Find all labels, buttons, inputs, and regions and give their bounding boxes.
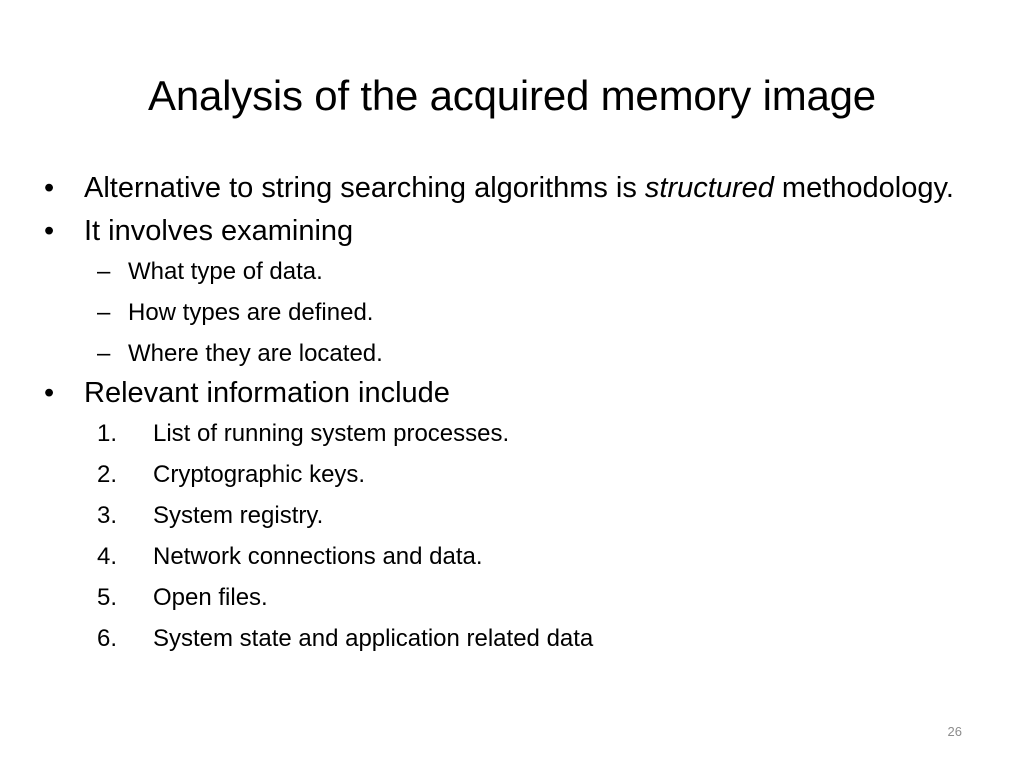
bullet-dot: • (44, 172, 55, 204)
slide-title: Analysis of the acquired memory image (148, 72, 876, 119)
sub-item: –How types are defined. (42, 297, 992, 329)
emphasis-text: structured (644, 172, 774, 204)
numbered-item: 4. Network connections and data. (42, 541, 992, 573)
bullet-item-relevant-info: • Relevant information include (42, 375, 992, 411)
bullet-text: It involves examining (84, 215, 354, 247)
numbered-item-text: System state and application related dat… (153, 625, 594, 652)
page-number: 26 (947, 724, 962, 739)
sub-item: –Where they are located. (42, 338, 992, 370)
dash-marker: – (97, 258, 111, 285)
sub-item-text: What type of data. (128, 258, 323, 285)
item-number: 2. (97, 461, 118, 488)
numbered-item-text: Open files. (153, 584, 268, 611)
numbered-item-text: Network connections and data. (153, 543, 483, 570)
numbered-item: 1. List of running system processes. (42, 418, 992, 450)
dash-marker: – (97, 299, 111, 326)
bullet-dot: • (44, 215, 55, 247)
bullet-item-alternative: • Alternative to string searching algorit… (42, 170, 992, 206)
numbered-item: 6. System state and application related d… (42, 623, 992, 655)
dash-marker: – (97, 340, 111, 367)
item-number: 5. (97, 584, 118, 611)
item-number: 1. (97, 420, 118, 447)
numbered-item-text: Cryptographic keys. (153, 461, 366, 488)
bullet-text: Relevant information include (84, 377, 450, 409)
item-number: 3. (97, 502, 118, 529)
bullet-dot: • (44, 377, 55, 409)
numbered-item: 2. Cryptographic keys. (42, 459, 992, 491)
item-number: 4. (97, 543, 118, 570)
sub-item-text: Where they are located. (128, 340, 383, 367)
numbered-item: 5. Open files. (42, 582, 992, 614)
bullet-text: Alternative to string searching algorith… (84, 172, 645, 204)
sub-item: –What type of data. (42, 256, 992, 288)
bullet-text-end: methodology. (773, 172, 954, 204)
slide-body: • Alternative to string searching algorit… (42, 170, 992, 664)
sub-item-text: How types are defined. (128, 299, 374, 326)
numbered-item-text: List of running system processes. (153, 420, 510, 447)
numbered-item-text: System registry. (153, 502, 324, 529)
item-number: 6. (97, 625, 118, 652)
bullet-item-examining: • It involves examining (42, 213, 992, 249)
numbered-item: 3. System registry. (42, 500, 992, 532)
